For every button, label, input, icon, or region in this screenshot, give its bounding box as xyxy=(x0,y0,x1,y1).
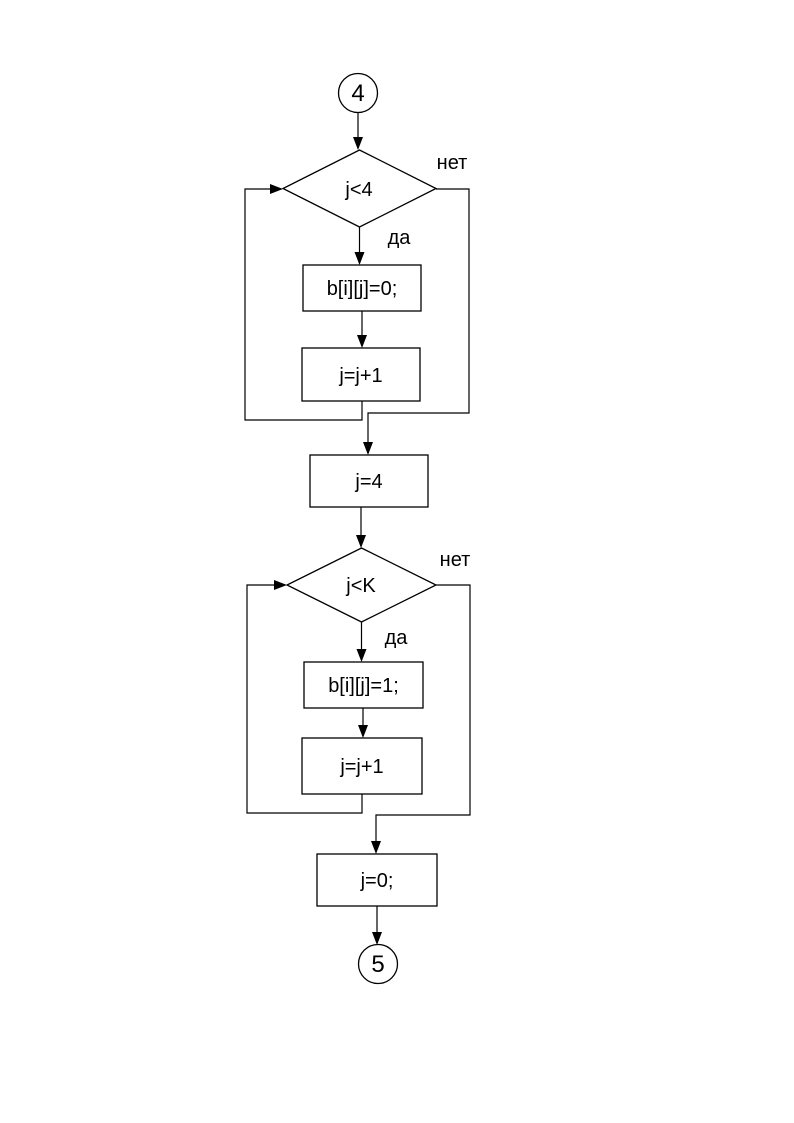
process-reset-j4-label: j=4 xyxy=(354,471,382,493)
arrow-down-icon xyxy=(372,932,382,945)
process-inc1-rect xyxy=(301,347,421,402)
decision2-label: j<K xyxy=(345,575,376,597)
process-body2-rect xyxy=(303,661,424,709)
decision2-diamond xyxy=(285,547,438,623)
start-connector-label: 4 xyxy=(351,80,364,107)
arrow-right-icon xyxy=(274,580,287,590)
start-connector-circle xyxy=(337,72,379,114)
decision1-yes-label: да xyxy=(388,227,412,249)
process-reset-j0-label: j=0; xyxy=(360,870,394,892)
edge-decision2-no xyxy=(375,584,471,851)
process-inc2-rect xyxy=(301,737,423,795)
decision2-no-label: нет xyxy=(440,549,471,571)
arrow-down-icon xyxy=(363,442,373,455)
end-connector-label: 5 xyxy=(371,951,384,978)
end-connector-circle xyxy=(357,943,399,985)
decision2-yes-label: да xyxy=(385,627,409,649)
edge-loop1-back xyxy=(244,188,363,421)
decision1-no-label: нет xyxy=(437,152,468,174)
decision1-diamond xyxy=(281,149,438,228)
decision1-label: j<4 xyxy=(344,179,372,201)
edge-decision1-no xyxy=(367,188,470,451)
arrow-down-icon xyxy=(356,649,367,662)
arrow-right-icon xyxy=(270,184,283,194)
process-body1-rect xyxy=(302,264,422,312)
edge-loop2-back xyxy=(246,584,363,814)
arrow-down-icon xyxy=(371,841,381,854)
arrow-down-icon xyxy=(358,725,368,738)
process-body1-label: b[i][j]=0; xyxy=(327,278,398,300)
process-inc1-label: j=j+1 xyxy=(338,365,382,387)
arrow-down-icon xyxy=(356,535,366,548)
process-reset-j0-rect xyxy=(316,853,438,907)
process-reset-j4-rect xyxy=(309,454,429,508)
process-body2-label: b[i][j]=1; xyxy=(328,675,399,697)
arrow-down-icon xyxy=(357,335,367,348)
process-inc2-label: j=j+1 xyxy=(339,756,383,778)
arrow-down-icon xyxy=(354,252,365,265)
arrow-down-icon xyxy=(353,137,363,150)
